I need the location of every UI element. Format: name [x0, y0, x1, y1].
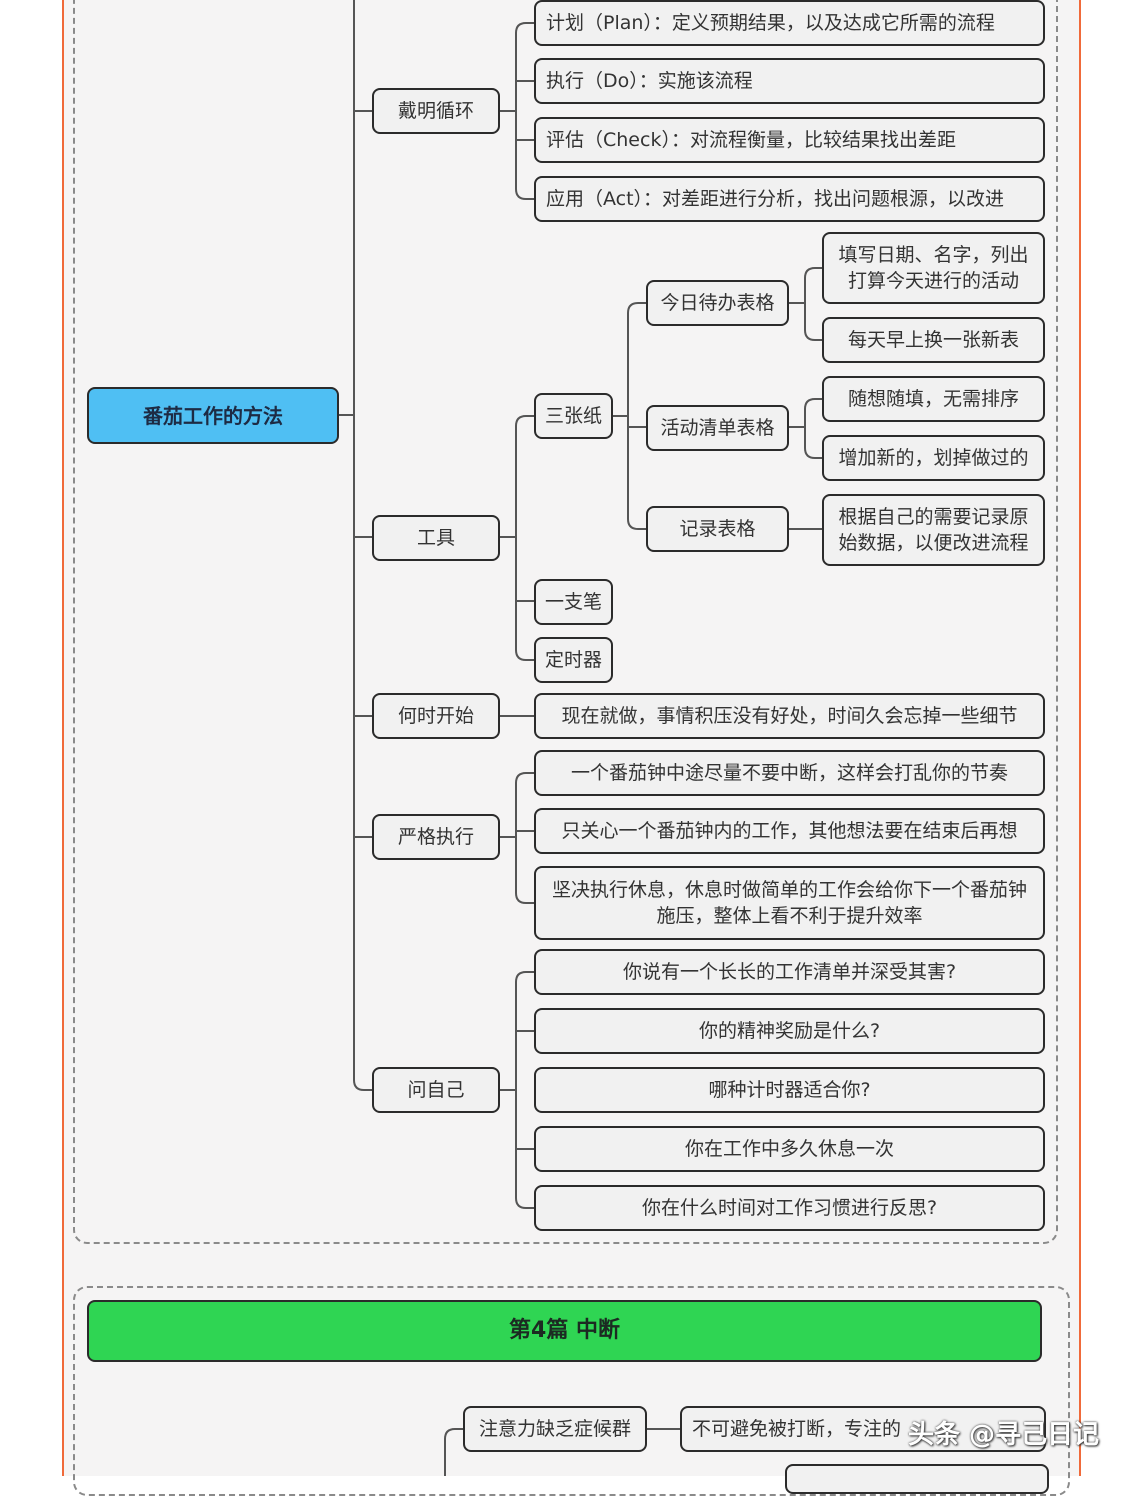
todo-today-detail-2[interactable]: 每天早上换一张新表: [822, 317, 1045, 363]
section-frame-methods: [73, 0, 1058, 1244]
sheet-activity-list[interactable]: 活动清单表格: [646, 405, 789, 451]
section4-attention-deficit[interactable]: 注意力缺乏症候群: [463, 1406, 647, 1452]
ask-self-q3[interactable]: 哪种计时器适合你?: [534, 1067, 1045, 1113]
tools-timer[interactable]: 定时器: [534, 637, 613, 683]
ask-self-q1[interactable]: 你说有一个长长的工作清单并深受其害?: [534, 949, 1045, 995]
activity-list-detail-1[interactable]: 随想随填，无需排序: [822, 376, 1045, 422]
when-start-detail[interactable]: 现在就做，事情积压没有好处，时间久会忘掉一些细节: [534, 693, 1045, 739]
section4-title[interactable]: 第4篇 中断: [87, 1300, 1042, 1362]
deming-plan[interactable]: 计划（Plan）：定义预期结果，以及达成它所需的流程: [534, 0, 1045, 46]
section4-attention-note[interactable]: 不可避免被打断，专注的: [680, 1406, 1046, 1452]
branch-when-start[interactable]: 何时开始: [372, 693, 500, 739]
root-node[interactable]: 番茄工作的方法: [87, 387, 339, 444]
ask-self-q4[interactable]: 你在工作中多久休息一次: [534, 1126, 1045, 1172]
branch-deming-cycle[interactable]: 戴明循环: [372, 88, 500, 134]
branch-ask-self[interactable]: 问自己: [372, 1067, 500, 1113]
todo-today-detail-1[interactable]: 填写日期、名字，列出打算今天进行的活动: [822, 232, 1045, 304]
sheet-todo-today[interactable]: 今日待办表格: [646, 280, 789, 326]
sheet-record[interactable]: 记录表格: [646, 506, 789, 552]
tools-three-sheets[interactable]: 三张纸: [534, 393, 613, 439]
ask-self-q5[interactable]: 你在什么时间对工作习惯进行反思?: [534, 1185, 1045, 1231]
section4-next-node[interactable]: [785, 1464, 1049, 1494]
branch-tools[interactable]: 工具: [372, 515, 500, 561]
record-detail[interactable]: 根据自己的需要记录原始数据，以便改进流程: [822, 494, 1045, 566]
strict-detail-3[interactable]: 坚决执行休息，休息时做简单的工作会给你下一个番茄钟施压，整体上看不利于提升效率: [534, 866, 1045, 940]
strict-detail-2[interactable]: 只关心一个番茄钟内的工作，其他想法要在结束后再想: [534, 808, 1045, 854]
tools-pen[interactable]: 一支笔: [534, 579, 613, 625]
ask-self-q2[interactable]: 你的精神奖励是什么?: [534, 1008, 1045, 1054]
activity-list-detail-2[interactable]: 增加新的，划掉做过的: [822, 435, 1045, 481]
watermark-text: 头条 @寻己日记: [908, 1420, 1100, 1450]
deming-check[interactable]: 评估（Check）：对流程衡量，比较结果找出差距: [534, 117, 1045, 163]
deming-do[interactable]: 执行（Do）：实施该流程: [534, 58, 1045, 104]
strict-detail-1[interactable]: 一个番茄钟中途尽量不要中断，这样会打乱你的节奏: [534, 750, 1045, 796]
branch-strict[interactable]: 严格执行: [372, 814, 500, 860]
deming-act[interactable]: 应用（Act）：对差距进行分析，找出问题根源，以改进: [534, 176, 1045, 222]
